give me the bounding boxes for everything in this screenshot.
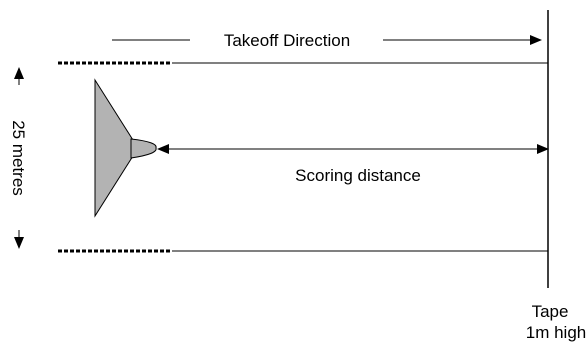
launcher-nose-shape	[130, 138, 157, 159]
tape-label-line2: 1m high	[526, 323, 586, 342]
width-label: 25 metres	[9, 120, 28, 196]
launcher-triangle-shape	[94, 78, 139, 218]
scoring-distance-label: Scoring distance	[295, 166, 421, 185]
tape-label-line1: Tape	[532, 302, 569, 321]
takeoff-direction-label: Takeoff Direction	[224, 31, 350, 50]
